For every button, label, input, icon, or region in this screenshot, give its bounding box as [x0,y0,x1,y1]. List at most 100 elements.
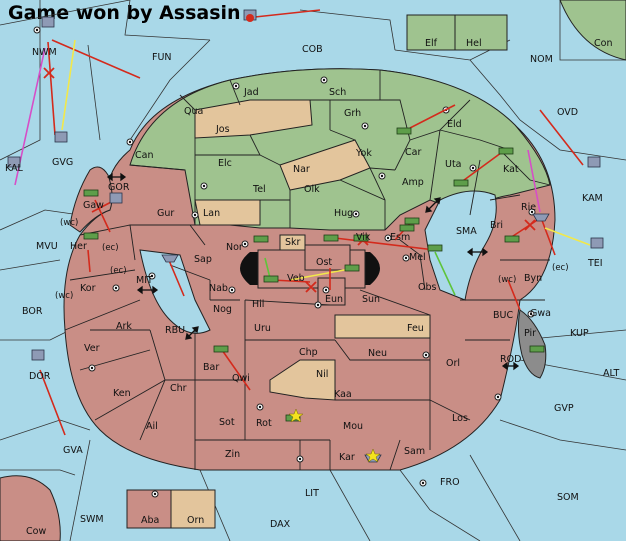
label-ken: Ken [113,388,131,399]
region-elf-hel [406,14,508,51]
label-alt: ALT [603,368,619,379]
units [7,9,604,463]
label-yok: Yok [355,148,372,159]
label-neu: Neu [368,348,387,359]
label-nab: Nab [209,283,228,294]
label-gvp: GVP [554,403,574,414]
label-ost: Ost [316,257,332,268]
label-fro: FRO [440,477,460,488]
label-aba: Aba [141,515,159,526]
label-bor: BOR [22,306,43,317]
label-pir: Pir [524,328,536,339]
label-byn: Byn [524,273,542,284]
label-con: Con [594,38,612,49]
label-sap: Sap [194,254,212,265]
label-bar: Bar [203,362,219,373]
label-qua: Qua [184,106,203,117]
label-nog: Nog [213,304,232,315]
label-dax: DAX [270,519,291,530]
label-fun: FUN [152,52,172,63]
label-esm: Esm [390,232,410,243]
label-ark: Ark [116,321,132,332]
coast-wc-3: (wc) [498,275,516,285]
label-hel: Hel [466,38,482,49]
label-nor: Nor [226,242,243,253]
label-buc: BUC [493,310,513,321]
label-qwi: Qwi [232,373,250,384]
label-gur: Gur [157,208,174,219]
label-gor: GOR [108,182,130,193]
coast-wc-1: (wc) [60,218,78,228]
label-rot: Rot [256,418,272,429]
label-som: SOM [557,492,579,503]
region-gaw [69,166,113,233]
label-bri: Bri [490,220,503,231]
label-nar: Nar [293,164,310,175]
label-grh: Grh [344,108,361,119]
supply-centers [33,26,536,498]
label-can: Can [135,150,153,161]
label-kar: Kar [339,452,355,463]
label-kor: Kor [80,283,96,294]
game-title: Game won by Assasin [8,2,241,24]
coast-ec-1: (ec) [102,243,119,253]
region-con [559,0,626,61]
coast-ec-3: (ec) [552,263,569,273]
label-kup: KUP [570,328,589,339]
label-hil: Hil [252,299,264,310]
label-mel: Mel [409,252,426,263]
label-ail: Ail [146,421,158,432]
label-nwm: NWM [32,47,57,58]
label-car: Car [405,147,421,158]
passage-markers [106,172,520,371]
label-gwa: Gwa [530,308,551,319]
label-nom: NOM [530,54,553,65]
label-amp: Amp [402,177,424,188]
label-sam: Sam [404,446,425,457]
label-elc: Elc [218,158,232,169]
label-gaw: Gaw [83,200,104,211]
label-zin: Zin [225,449,240,460]
region-pir [517,309,547,379]
label-olk: Olk [304,184,320,195]
label-tel: Tel [252,184,266,195]
label-mou: Mou [343,421,363,432]
label-lit: LIT [305,488,319,499]
label-tei: TEI [587,258,603,269]
label-rbu: RBU [165,325,185,336]
label-gvg: GVG [52,157,73,168]
label-kal: KAL [5,163,24,174]
label-veb: Veb [287,273,305,284]
label-vik: Vik [356,232,371,243]
coast-wc-2: (wc) [55,291,73,301]
label-nil: Nil [316,369,328,380]
label-uru: Uru [254,323,271,334]
label-eld: Eld [447,119,462,130]
region-cow [0,475,61,541]
label-uta: Uta [445,159,462,170]
label-cow: Cow [26,526,46,537]
province-borders [64,70,551,471]
label-jos: Jos [215,124,230,135]
region-lan [194,199,261,226]
label-dor: DOR [29,371,51,382]
label-lan: Lan [203,208,220,219]
label-rod: ROD [500,354,521,365]
sea-mit-rbu [139,249,211,334]
territory-labels: Elf Hel Con NWM FUN COB NOM Jad Sch Qua … [5,38,619,537]
stars [288,408,381,463]
label-cob: COB [302,44,323,55]
coast-ec-2: (ec) [110,266,127,276]
label-ovd: OVD [557,107,578,118]
label-orl: Orl [446,358,460,369]
cancel-marks [43,67,536,293]
label-ver: Ver [84,343,100,354]
label-jad: Jad [243,87,259,98]
label-obs: Obs [418,282,437,293]
label-kat: Kat [503,164,519,175]
label-her: Her [70,241,87,252]
label-eun: Eun [325,294,343,305]
region-nar [279,139,371,191]
